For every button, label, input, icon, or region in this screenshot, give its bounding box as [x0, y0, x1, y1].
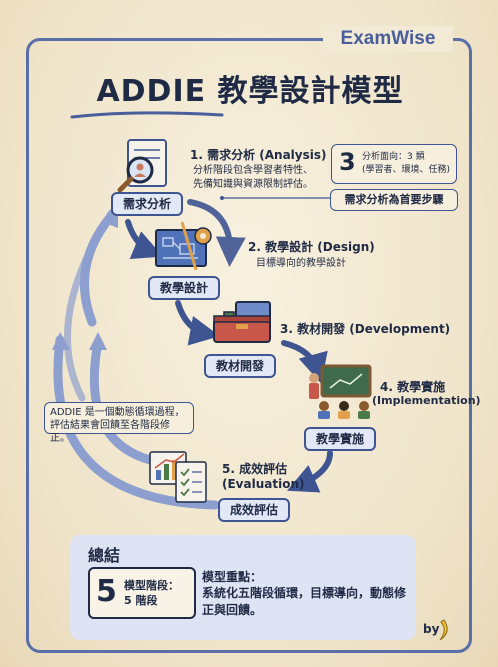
stage-count-label: 模型階段： 5 階段	[124, 578, 179, 608]
aspect-line1: 分析面向：3 類	[362, 152, 425, 162]
arrow-implementation-to-evaluation	[287, 450, 333, 493]
development-toolbox-icon	[213, 301, 271, 343]
arrow-analysis-to-design	[187, 199, 246, 267]
design-desc: 目標導向的教學設計	[256, 258, 346, 269]
analysis-desc-line2: 先備知識與資源限制評估。	[193, 179, 313, 190]
implementation-title-en: (Implementation)	[372, 394, 481, 407]
development-title: 3. 教材開發 (Development)	[280, 322, 451, 336]
analysis-magnifier-icon	[117, 139, 167, 193]
implementation-label: 教學實施	[304, 427, 376, 451]
evaluation-checklist-icon	[149, 451, 207, 503]
title-underline	[70, 111, 224, 119]
evaluation-title-en: (Evaluation)	[222, 477, 305, 491]
cycle-note-line1: ADDIE 是一個動態循環過程，	[50, 407, 185, 418]
aspect-note	[331, 144, 457, 184]
evaluation-label: 成效評估	[218, 498, 290, 522]
stage-count-number: 5	[96, 574, 117, 609]
development-label: 教材開發	[204, 354, 276, 378]
design-label: 教學設計	[148, 276, 220, 300]
design-title: 2. 教學設計 (Design)	[248, 240, 375, 254]
feedback-arc-left	[64, 208, 116, 402]
feedback-arc-outer	[53, 335, 220, 510]
evaluation-title: 5. 成效評估	[222, 462, 288, 476]
analysis-label: 需求分析	[111, 192, 183, 216]
aspect-number: 3	[339, 148, 356, 176]
page-frame	[26, 38, 472, 653]
cycle-note: ADDIE 是一個動態循環過程， 評估結果會回饋至各階段修正。	[44, 402, 194, 444]
aspect-line2: (學習者、環境、任務)	[362, 165, 451, 175]
banana-icon	[439, 619, 448, 641]
brand-logo: ExamWise	[323, 26, 453, 52]
key-point-title: 模型重點：	[202, 570, 263, 584]
credit-text: by	[423, 622, 440, 636]
summary-title: 總結	[88, 546, 121, 565]
page-title: ADDIE 教學設計模型	[96, 74, 404, 109]
implementation-classroom-icon	[309, 364, 372, 419]
stage-count-label-line1: 模型階段：	[124, 579, 179, 592]
analysis-title: 1. 需求分析 (Analysis)	[190, 148, 327, 162]
arrow-design-to-development	[175, 300, 220, 346]
arrow-development-to-implementation	[281, 340, 328, 384]
cycle-note-line2: 評估結果會回饋至各階段修正。	[50, 420, 170, 444]
priority-note: 需求分析為首要步驟	[330, 189, 458, 211]
arrow-analysis-to-design-inner	[125, 219, 164, 260]
key-point-desc: 系統化五階段循環，目標導向，動態修正與回饋。	[202, 586, 407, 617]
stage-count-label-line2: 5 階段	[124, 594, 158, 607]
stage-count-box	[88, 567, 196, 619]
design-blueprint-icon	[155, 221, 212, 271]
implementation-title: 4. 教學實施	[380, 380, 446, 394]
analysis-desc-line1: 分析階段包含學習者特性、	[193, 165, 313, 176]
